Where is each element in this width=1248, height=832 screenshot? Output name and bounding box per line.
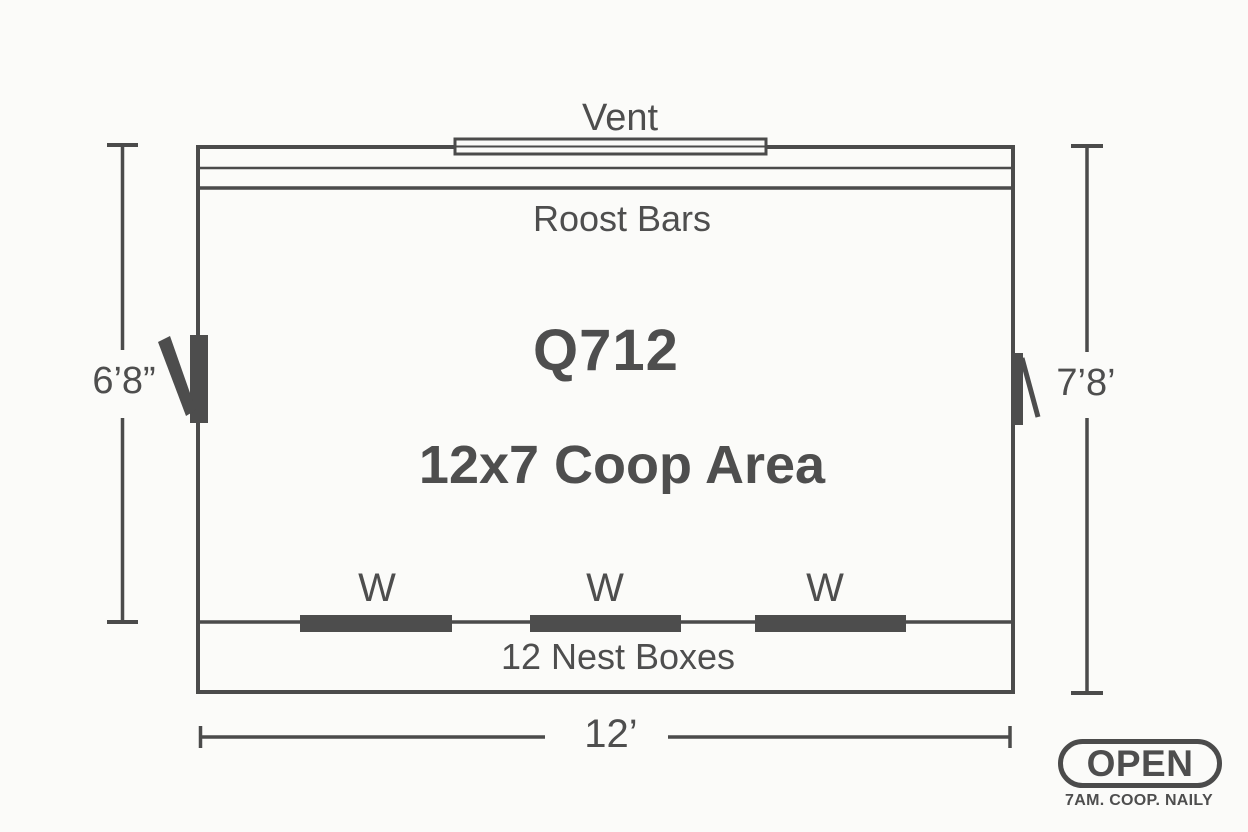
coop-area-label: 12x7 Coop Area xyxy=(418,435,826,495)
window-label-2: W xyxy=(586,566,624,610)
left-door-swing xyxy=(158,336,196,416)
window-rect-2 xyxy=(530,615,681,632)
right-door-leaf xyxy=(1011,353,1023,425)
left-door-leaf xyxy=(190,335,208,423)
window-rect-1 xyxy=(300,615,452,632)
open-sign-title: OPEN xyxy=(1086,743,1194,784)
roost-bars-label: Roost Bars xyxy=(532,198,712,239)
left-dimension-line xyxy=(107,143,138,624)
left-dimension-label: 6’8” xyxy=(92,360,156,402)
right-dimension-label: 7’8’ xyxy=(1056,362,1116,404)
coop-model-label: Q712 xyxy=(533,318,679,383)
vent-label: Vent xyxy=(581,97,659,139)
window-rect-3 xyxy=(755,615,906,632)
nest-boxes-label: 12 Nest Boxes xyxy=(500,636,736,677)
right-door-swing xyxy=(1019,357,1041,418)
window-label-3: W xyxy=(806,566,844,610)
bottom-dimension-line xyxy=(198,726,1012,748)
open-sign-badge: OPEN xyxy=(1058,739,1222,788)
open-sign-subtitle: 7AM. COOP. NAILY xyxy=(1065,792,1213,809)
bottom-dimension-label: 12’ xyxy=(584,712,638,756)
right-dimension-line xyxy=(1071,144,1103,695)
window-label-1: W xyxy=(358,566,396,610)
